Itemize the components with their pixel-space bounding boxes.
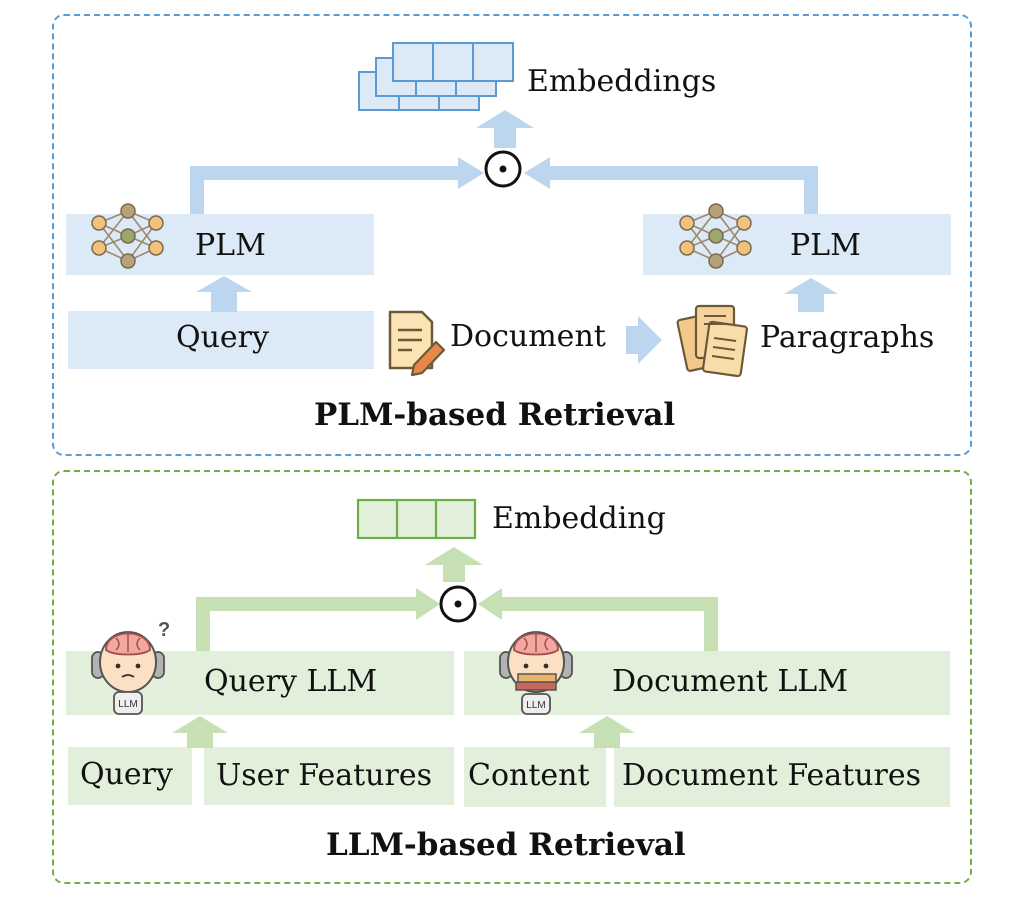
- plm-retrieval-panel: [52, 14, 972, 456]
- left-plm-label: PLM: [195, 228, 266, 263]
- content-label: Content: [468, 758, 590, 793]
- embedding-vectors-icon: [358, 42, 514, 111]
- llm-connector-arrows: [172, 547, 718, 748]
- llm-section-title: LLM-based Retrieval: [326, 827, 686, 863]
- document-llm-label: Document LLM: [612, 664, 848, 699]
- right-plm-label: PLM: [790, 228, 861, 263]
- embedding-label: Embedding: [492, 501, 666, 536]
- query-label: Query: [176, 320, 269, 355]
- llm-brain-thinking-icon: LLM ?: [91, 619, 170, 715]
- llm-brain-reading-icon: LLM: [499, 631, 573, 715]
- plm-section-title: PLM-based Retrieval: [314, 397, 676, 433]
- plm-dot-product-operator: [484, 150, 522, 188]
- user-features-label: User Features: [216, 758, 432, 793]
- plm-connector-arrows: [190, 110, 838, 364]
- question-mark: ?: [158, 619, 170, 641]
- query-feature-label: Query: [80, 757, 173, 792]
- query-feature-box: [68, 747, 192, 805]
- llm-dot-product-operator: [439, 585, 477, 623]
- document-pencil-icon: [388, 310, 446, 377]
- llm-retrieval-panel: [52, 470, 972, 884]
- neural-network-icon: [91, 203, 164, 269]
- paragraphs-label: Paragraphs: [760, 320, 935, 355]
- embeddings-label: Embeddings: [527, 64, 717, 99]
- document-features-box: [614, 747, 950, 807]
- query-llm-label: Query LLM: [204, 664, 378, 699]
- user-features-box: [204, 747, 454, 805]
- llm-badge-text: LLM: [526, 700, 545, 711]
- embedding-vector-icon: [356, 498, 477, 540]
- document-features-label: Document Features: [622, 758, 922, 793]
- query-box: [68, 311, 374, 369]
- paragraphs-icon: [676, 304, 749, 378]
- llm-badge-text: LLM: [118, 699, 137, 710]
- content-box: [464, 747, 606, 807]
- document-label: Document: [450, 319, 606, 354]
- neural-network-icon: [679, 203, 752, 269]
